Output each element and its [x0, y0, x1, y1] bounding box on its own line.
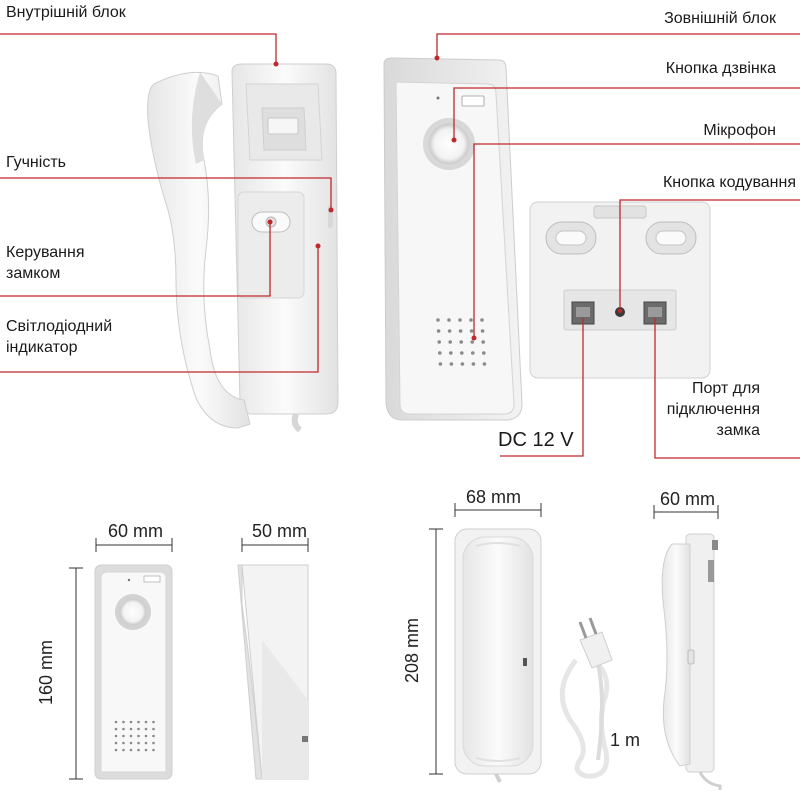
grille-hole [152, 734, 155, 738]
grille-hole [137, 748, 140, 752]
dim-indoor-width: 68 mm [466, 487, 522, 507]
outdoor-front-small [94, 564, 173, 780]
label-microphone: Мікрофон [703, 122, 776, 139]
grille-hole [144, 748, 148, 752]
dim-outdoor-height: 160 mm [36, 639, 57, 706]
grille-hole [480, 318, 484, 322]
grille-hole [447, 318, 451, 322]
grille-hole [137, 741, 140, 745]
dim-indoor-height: 208 mm [402, 617, 423, 684]
power-cable [559, 617, 613, 779]
grille-hole [458, 318, 462, 322]
grille-hole [482, 351, 486, 355]
label-lock-control: Керування замком [6, 244, 85, 282]
outdoor-front [395, 81, 515, 415]
grille-hole [122, 734, 125, 738]
label-coding-button: Кнопка кодування [662, 174, 796, 191]
label-dc-port: DC 12 V [498, 429, 574, 451]
indoor-side-small [661, 533, 722, 790]
speaker-grille [436, 318, 487, 366]
grille-hole [122, 727, 125, 731]
grille-hole [114, 727, 118, 731]
label-indoor-unit: Внутрішній блок [6, 4, 126, 21]
dimension-lines [69, 503, 719, 780]
grille-hole [437, 340, 442, 344]
dim-outdoor-depth: 50 mm [252, 521, 308, 541]
label-led-indicator: Світлодіодний індикатор [6, 318, 113, 356]
dim-outdoor-width: 60 mm [108, 521, 164, 541]
grille-hole [152, 720, 155, 724]
grille-hole [137, 727, 140, 731]
grille-hole [144, 734, 148, 738]
grille-hole [137, 720, 140, 724]
grille-hole [129, 720, 133, 724]
grille-hole [129, 748, 133, 752]
grille-hole [114, 720, 118, 724]
bell-button [428, 123, 470, 165]
dim-cable-length: 1 m [610, 730, 641, 750]
grille-hole [471, 362, 476, 366]
grille-hole [122, 748, 125, 752]
grille-hole [436, 329, 441, 333]
indoor-unit-illustration [147, 63, 339, 433]
label-lock-port: Порт для підключення замка [666, 380, 760, 439]
grille-hole [458, 329, 463, 333]
outdoor-unit-illustration [383, 57, 523, 421]
grille-hole [114, 741, 118, 745]
grille-hole [471, 351, 475, 355]
label-volume: Гучність [6, 154, 66, 171]
label-bell-button: Кнопка дзвінка [665, 60, 776, 77]
grille-hole [480, 329, 485, 333]
grille-hole [469, 318, 473, 322]
grille-hole [438, 351, 442, 355]
grille-hole [447, 329, 452, 333]
grille-hole [114, 748, 118, 752]
grille-hole [152, 741, 155, 745]
grille-hole [482, 362, 487, 366]
grille-hole [122, 720, 125, 724]
grille-hole [129, 734, 133, 738]
indoor-front-small [454, 528, 542, 783]
grille-hole [137, 734, 140, 738]
grille-hole [152, 748, 155, 752]
dim-indoor-depth: 60 mm [660, 489, 716, 509]
grille-hole [438, 362, 443, 366]
grille-hole [460, 362, 465, 366]
grille-hole [449, 351, 453, 355]
grille-hole [449, 362, 454, 366]
grille-hole [460, 351, 464, 355]
grille-hole [129, 741, 133, 745]
grille-hole [481, 340, 486, 344]
grille-hole [448, 340, 453, 344]
grille-hole [144, 720, 148, 724]
grille-hole [144, 741, 148, 745]
grille-hole [122, 741, 125, 745]
grille-hole [436, 318, 440, 322]
outdoor-side-small [237, 564, 309, 780]
lock-panel [237, 191, 305, 299]
grille-hole [144, 727, 148, 731]
grille-hole [152, 727, 155, 731]
grille-hole [459, 340, 464, 344]
grille-hole [469, 329, 474, 333]
grille-hole [129, 727, 133, 731]
label-outdoor-unit: Зовнішній блок [664, 10, 776, 27]
grille-hole [114, 734, 118, 738]
leader-lines [0, 33, 800, 459]
grille-hole [470, 340, 475, 344]
